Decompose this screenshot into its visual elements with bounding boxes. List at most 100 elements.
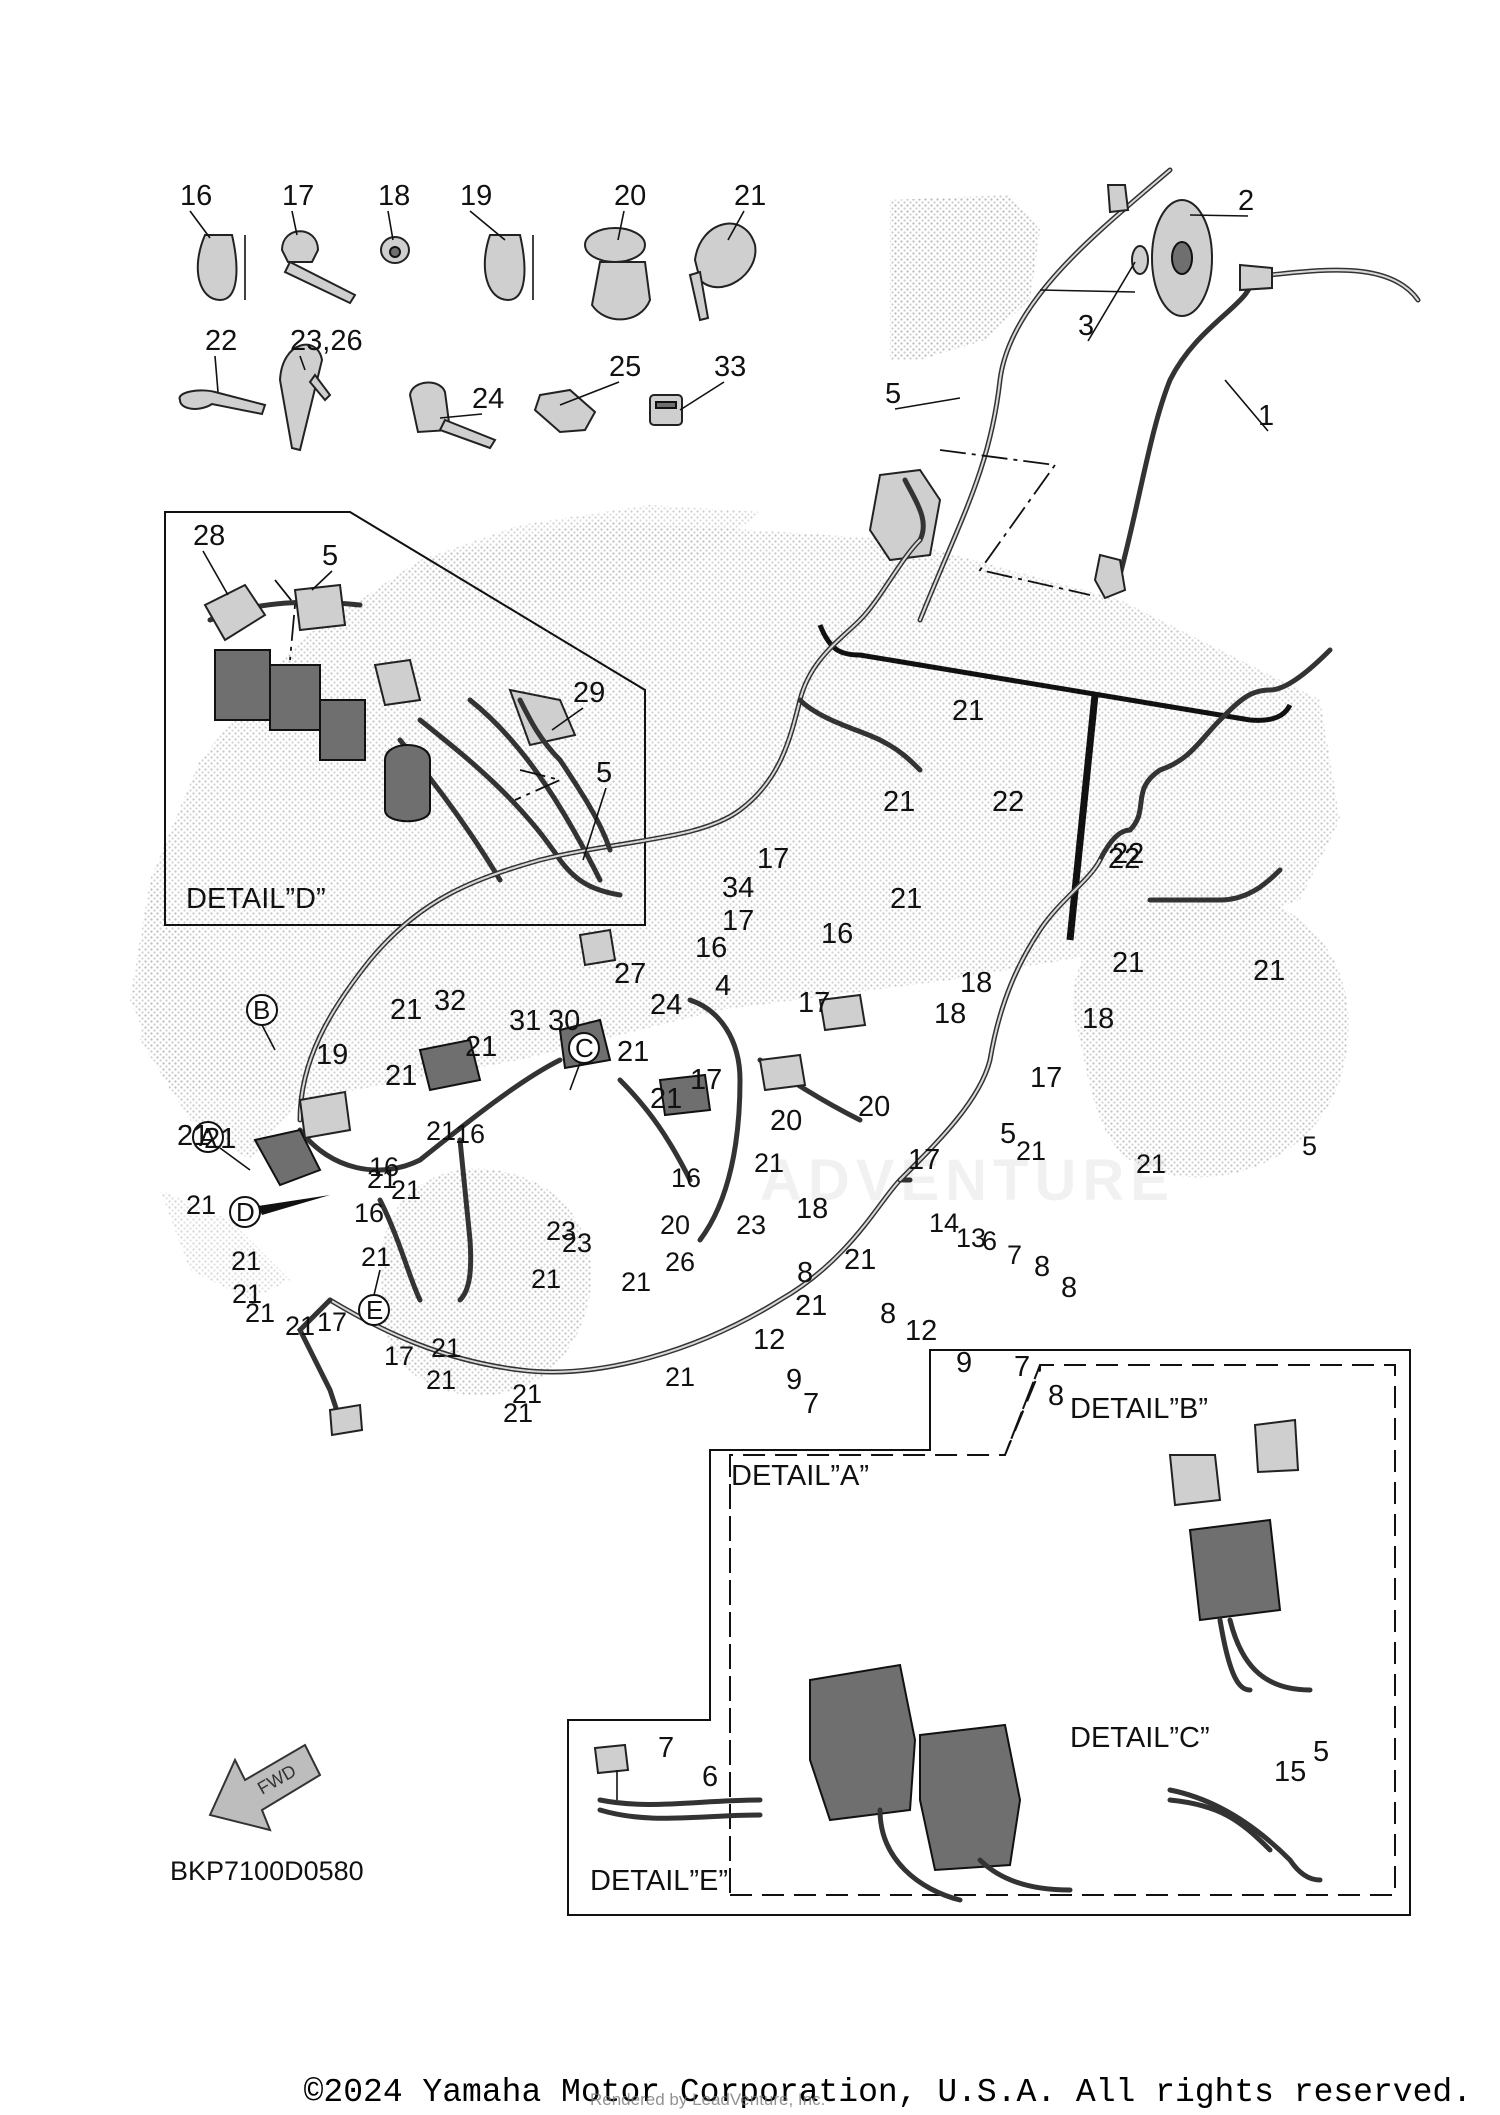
leader-line-16	[311, 570, 333, 591]
callout-22-20: 22	[992, 786, 1024, 818]
callout-16-60: 16	[455, 1119, 485, 1149]
callout-18-33: 18	[960, 967, 992, 999]
callout-5-89: 5	[1302, 1131, 1317, 1161]
callout-21-24: 21	[890, 883, 922, 915]
detail-titles: DETAIL”D” DETAIL”A” DETAIL”B” DETAIL”C” …	[186, 883, 1210, 1897]
callout-32-48: 32	[434, 985, 466, 1017]
callout-21-78: 21	[245, 1298, 275, 1328]
watermark: ADVENTURE	[760, 1148, 1175, 1213]
leader-line-5	[727, 210, 745, 241]
callout-23-70: 23	[546, 1216, 576, 1246]
callout-21-19: 21	[952, 695, 984, 727]
detail-a-title: DETAIL”A”	[731, 1460, 869, 1492]
callout-21-59: 21	[426, 1116, 456, 1146]
callout-7-93: 7	[1007, 1240, 1022, 1270]
callout-28-15: 28	[193, 520, 225, 552]
callout-17-36: 17	[798, 987, 830, 1019]
callout-17-26: 17	[722, 905, 754, 937]
callout-21-54: 21	[650, 1083, 682, 1115]
callout-7-105: 7	[658, 1732, 674, 1764]
part-25-connector	[533, 388, 597, 434]
callout-17-43: 17	[908, 1144, 940, 1176]
view-markers: A B C D E	[192, 994, 600, 1326]
callout-21-83: 21	[426, 1365, 456, 1395]
callout-23-71: 23	[562, 1228, 592, 1258]
callout-21-46: 21	[795, 1290, 827, 1322]
callout-16-0: 16	[180, 180, 212, 212]
callout-21-31: 21	[1112, 947, 1144, 979]
part-code: BKP7100D0580	[170, 1856, 364, 1886]
callout-21-86: 21	[503, 1398, 533, 1428]
callout-8-96: 8	[797, 1257, 813, 1289]
callout-16-62: 16	[369, 1152, 399, 1182]
grommet-inset	[817, 167, 1421, 941]
callout-16-28: 16	[695, 932, 727, 964]
callout-21-74: 21	[531, 1264, 561, 1294]
callout-13-91: 13	[956, 1223, 986, 1253]
callout-26-73: 26	[665, 1247, 695, 1277]
callout-19-3: 19	[460, 180, 492, 212]
leader-line-17	[551, 707, 584, 731]
detail-d-title: DETAIL”D”	[186, 883, 326, 915]
callout-22-6: 22	[205, 325, 237, 357]
callout-20-4: 20	[614, 180, 646, 212]
part-17-clamp-band	[280, 230, 357, 305]
callout-21-58: 21	[204, 1123, 236, 1155]
callout-20-40: 20	[770, 1105, 802, 1137]
callout-7-101: 7	[803, 1388, 819, 1420]
detail-b-title: DETAIL”B”	[1070, 1393, 1208, 1425]
callout-19-55: 19	[316, 1039, 348, 1071]
callout-18-44: 18	[796, 1193, 828, 1225]
callout-1-14: 1	[1258, 400, 1274, 432]
callout-21-5: 21	[734, 180, 766, 212]
callout-5-108: 5	[1313, 1736, 1329, 1768]
callout-21-85: 21	[512, 1379, 542, 1409]
leader-line-13	[894, 397, 961, 410]
callout-17-80: 17	[317, 1307, 347, 1337]
callout-22-22: 22	[1108, 843, 1140, 875]
forward-arrow-icon: FWD	[208, 1743, 322, 1832]
callout-21-87: 21	[1016, 1136, 1046, 1166]
part-33-connector	[649, 394, 683, 426]
leader-line-15	[202, 550, 229, 596]
part-18-grommet	[380, 236, 410, 264]
detail-c-title: DETAIL”C”	[1070, 1722, 1210, 1754]
callout-7-103: 7	[1014, 1351, 1030, 1383]
callout-5-42: 5	[1000, 1118, 1016, 1150]
callout-6-106: 6	[702, 1761, 718, 1793]
callout-17-38: 17	[690, 1064, 722, 1096]
callout-21-82: 21	[431, 1333, 461, 1363]
callout-16-27: 16	[821, 918, 853, 950]
callout-21-79: 21	[285, 1311, 315, 1341]
callout-16-67: 16	[671, 1163, 701, 1193]
callout-21-51: 21	[390, 994, 422, 1026]
leader-line-7	[299, 355, 306, 371]
marker-a: A	[192, 1121, 251, 1171]
svg-text:B: B	[253, 995, 270, 1025]
leader-line-14	[1224, 379, 1269, 432]
svg-text:C: C	[575, 1033, 594, 1063]
part-23-26-strap	[278, 343, 332, 452]
callout-21-57: 21	[177, 1120, 209, 1152]
callout-21-52: 21	[465, 1031, 497, 1063]
callout-21-88: 21	[1136, 1149, 1166, 1179]
callout-5-13: 5	[885, 378, 901, 410]
callout-24-37: 24	[650, 989, 682, 1021]
leader-line-6	[214, 355, 219, 393]
leader-line-1	[291, 210, 298, 236]
part-22-band	[178, 389, 267, 416]
callout-9-100: 9	[786, 1364, 802, 1396]
callout-21-72: 21	[621, 1267, 651, 1297]
callout-14-90: 14	[929, 1208, 959, 1238]
detail-abc-panel	[567, 1349, 1411, 1916]
callout-27-47: 27	[614, 958, 646, 990]
callout-18-2: 18	[378, 180, 410, 212]
callout-21-75: 21	[361, 1242, 391, 1272]
callout-34-25: 34	[722, 872, 754, 904]
leader-line-8	[439, 413, 483, 419]
leader-line-3	[469, 210, 506, 241]
svg-text:A: A	[199, 1122, 217, 1152]
main-wire-harness	[253, 477, 1333, 1437]
